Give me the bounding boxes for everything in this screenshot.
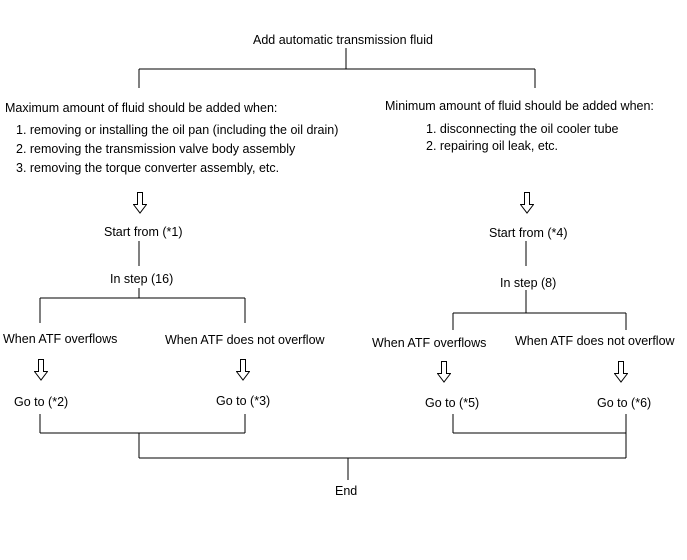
title: Add automatic transmission fluid (253, 33, 433, 47)
right-heading: Minimum amount of fluid should be added … (385, 99, 654, 113)
left-goto-3: Go to (*3) (216, 394, 271, 408)
left-step: In step (16) (110, 272, 174, 286)
left-start: Start from (*1) (104, 225, 183, 239)
down-arrow-icon (34, 359, 48, 381)
right-branch-not-overflow: When ATF does not overflow (515, 334, 675, 348)
left-heading: Maximum amount of fluid should be added … (5, 101, 278, 115)
left-branch-not-overflow: When ATF does not overflow (165, 333, 325, 347)
down-arrow-icon (520, 192, 534, 214)
end-node: End (335, 484, 358, 498)
right-item-1: 1. disconnecting the oil cooler tube (426, 122, 619, 136)
left-item-3: 3. removing the torque converter assembl… (16, 161, 280, 175)
down-arrow-icon (133, 192, 147, 214)
down-arrow-icon (614, 361, 628, 383)
left-item-1: 1. removing or installing the oil pan (i… (16, 123, 339, 137)
right-item-2: 2. repairing oil leak, etc. (426, 139, 559, 153)
right-start: Start from (*4) (489, 226, 568, 240)
down-arrow-icon (437, 361, 451, 383)
right-step: In step (8) (500, 276, 557, 290)
right-goto-5: Go to (*5) (425, 396, 480, 410)
left-goto-2: Go to (*2) (14, 395, 69, 409)
left-item-2: 2. removing the transmission valve body … (16, 142, 296, 156)
right-goto-6: Go to (*6) (597, 396, 652, 410)
down-arrow-icon (236, 359, 250, 381)
left-branch-overflows: When ATF overflows (3, 332, 118, 346)
right-branch-overflows: When ATF overflows (372, 336, 487, 350)
